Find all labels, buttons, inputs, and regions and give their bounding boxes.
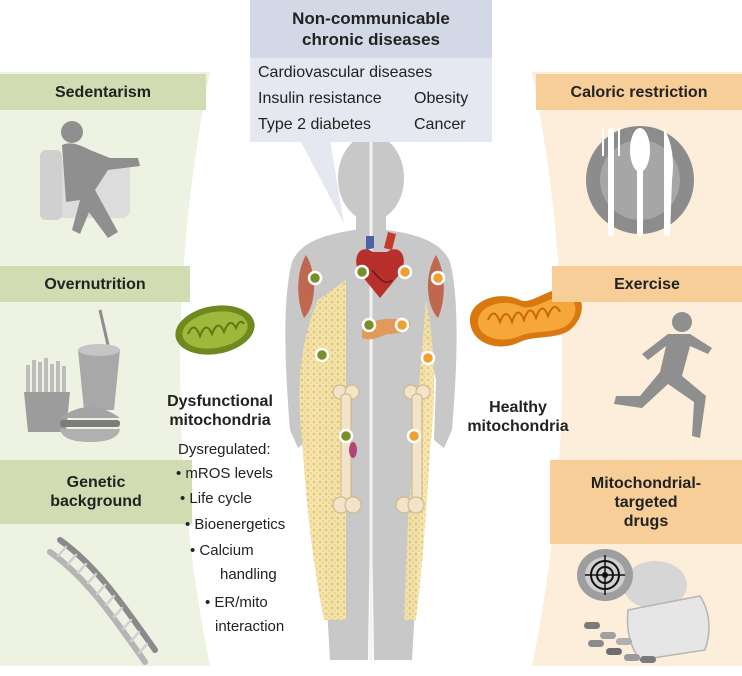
healthy-markers bbox=[394, 264, 446, 444]
exercise-text: Exercise bbox=[614, 275, 680, 293]
dysregulated-subtitle: Dysregulated: bbox=[178, 441, 271, 458]
dysregulated-item-calcium: • Calcium bbox=[190, 542, 254, 559]
dysregulated-item-calcium-cont: handling bbox=[220, 566, 277, 583]
dysfunctional-mitochondrion-icon bbox=[175, 305, 255, 355]
caloric-text: Caloric restriction bbox=[570, 83, 708, 101]
dysfunctional-mitochondria-title: Dysfunctional mitochondria bbox=[150, 392, 290, 430]
dysregulated-item-mros: • mROS levels bbox=[176, 465, 273, 482]
disease-cancer: Cancer bbox=[414, 116, 466, 133]
disease-insulin: Insulin resistance bbox=[258, 90, 382, 107]
title-line-1: Non-communicable bbox=[292, 9, 450, 28]
plate-cutlery-icon bbox=[586, 126, 694, 236]
genetic-background-label: Genetic background bbox=[0, 460, 192, 524]
dysregulated-item-ermito-cont: interaction bbox=[215, 618, 285, 635]
healthy-mitochondria-title: Healthy mitochondria bbox=[458, 398, 578, 436]
dysfunctional-line-1: Dysfunctional bbox=[167, 393, 273, 410]
drugs-line-1: Mitochondrial- bbox=[590, 474, 702, 492]
overnutrition-text: Overnutrition bbox=[44, 275, 146, 293]
title-line-2: chronic diseases bbox=[302, 30, 440, 49]
heart-icon bbox=[356, 232, 404, 298]
dysfunctional-line-2: mitochondria bbox=[169, 412, 271, 429]
disease-cardiovascular: Cardiovascular diseases bbox=[258, 64, 433, 81]
title-callout-pointer bbox=[300, 140, 344, 224]
sedentarism-label: Sedentarism bbox=[0, 74, 206, 110]
bone-lesion bbox=[349, 442, 357, 458]
exercise-label: Exercise bbox=[552, 266, 742, 302]
drugs-line-2: targeted bbox=[614, 493, 678, 511]
healthy-line-2: mitochondria bbox=[467, 418, 569, 435]
drugs-icon bbox=[577, 549, 710, 663]
right-arm-muscle bbox=[427, 255, 444, 318]
dysregulated-item-ermito: • ER/mito bbox=[205, 594, 268, 611]
left-arm-muscle bbox=[298, 255, 315, 318]
dna-helix-icon bbox=[47, 537, 158, 665]
mitochondrial-drugs-label: Mitochondrial- targeted drugs bbox=[550, 460, 742, 544]
drugs-line-3: drugs bbox=[623, 512, 669, 530]
caloric-restriction-label: Caloric restriction bbox=[536, 74, 742, 110]
dysregulated-item-bioenergetics: • Bioenergetics bbox=[185, 516, 286, 533]
overnutrition-label: Overnutrition bbox=[0, 266, 190, 302]
title-box: Non-communicable chronic diseases bbox=[250, 0, 492, 58]
healthy-line-1: Healthy bbox=[489, 399, 547, 416]
left-femur-bone bbox=[332, 384, 362, 514]
sedentary-person-icon bbox=[40, 121, 140, 238]
disease-diabetes: Type 2 diabetes bbox=[258, 116, 371, 133]
right-femur-bone bbox=[395, 384, 431, 514]
dysregulated-item-lifecycle: • Life cycle bbox=[180, 490, 252, 507]
disease-obesity: Obesity bbox=[414, 90, 469, 107]
runner-icon bbox=[614, 312, 712, 438]
genetic-line-1: Genetic bbox=[66, 474, 126, 491]
healthy-mitochondrion-icon bbox=[469, 288, 582, 347]
genetic-line-2: background bbox=[50, 493, 142, 510]
sedentarism-text: Sedentarism bbox=[54, 83, 152, 101]
fast-food-icon bbox=[24, 309, 120, 442]
diseases-panel bbox=[250, 58, 492, 142]
dysfunctional-markers bbox=[307, 264, 377, 444]
human-body-silhouette bbox=[285, 135, 457, 660]
